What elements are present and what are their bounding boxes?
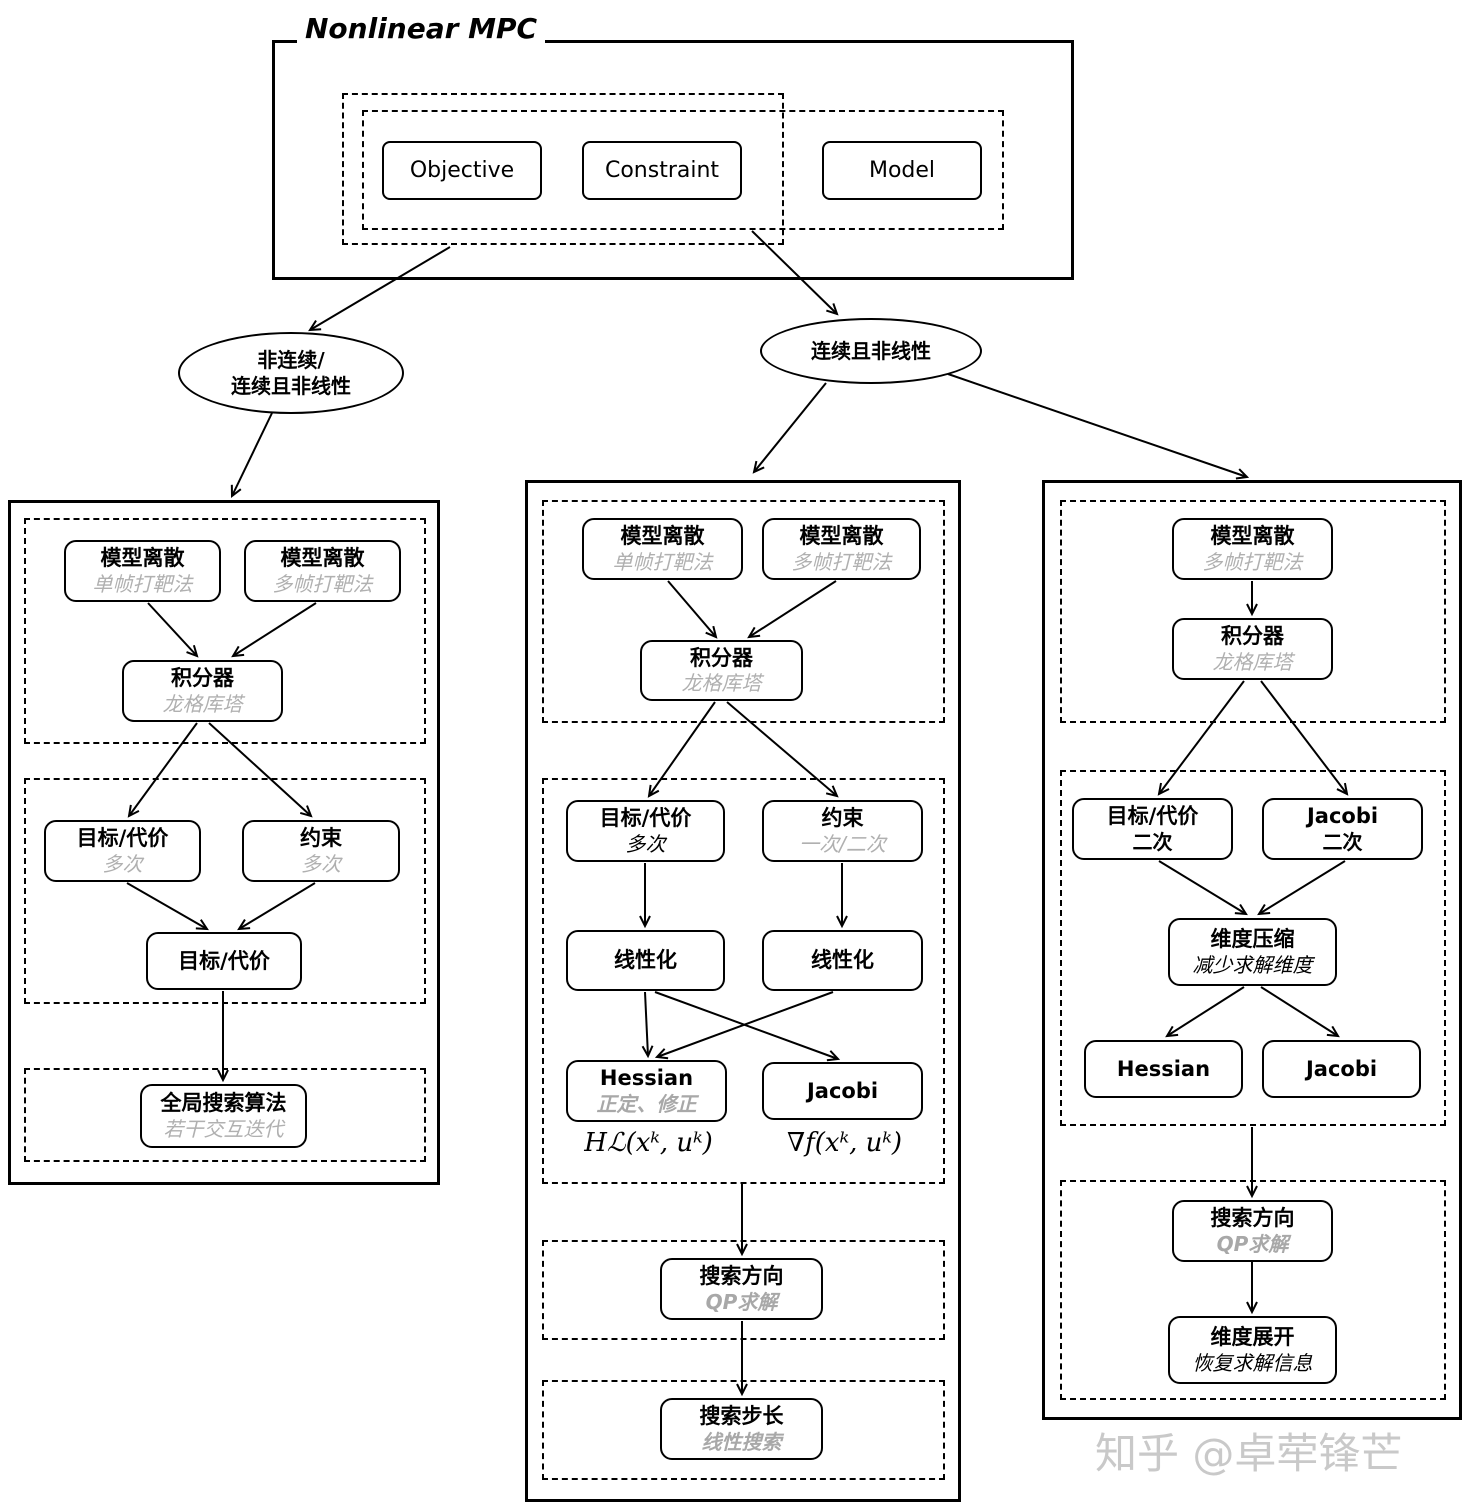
node-mid-constraint: 约束 一次/二次: [762, 800, 923, 862]
node-mid-search-direction: 搜索方向 QP求解: [660, 1258, 823, 1320]
node-constraint: Constraint: [582, 141, 742, 200]
node-mid-integrator: 积分器 龙格库塔: [640, 640, 803, 701]
flow-arrow: [947, 373, 1250, 480]
node-right-dimension-compress: 维度压缩 减少求解维度: [1168, 918, 1337, 986]
node-right-dimension-expand: 维度展开 恢复求解信息: [1168, 1316, 1337, 1384]
node-constraint-label: Constraint: [604, 158, 720, 183]
node-left-global-search: 全局搜索算法 若干交互迭代: [140, 1084, 307, 1148]
node-mid-jacobi: Jacobi: [762, 1062, 923, 1120]
node-left-objective-cost: 目标/代价 多次: [44, 820, 201, 882]
branch-ellipse-noncontinuous: 非连续/ 连续且非线性: [178, 332, 404, 414]
node-left-model-discretize-multi: 模型离散 多帧打靶法: [244, 540, 401, 602]
flow-arrow: [230, 412, 273, 499]
node-mid-linearize-left: 线性化: [566, 930, 725, 991]
node-left-constraint: 约束 多次: [242, 820, 400, 882]
right-condensing-stage-box: [1060, 770, 1446, 1126]
node-right-jacobi-quadratic: Jacobi 二次: [1262, 798, 1423, 860]
node-model-label: Model: [868, 158, 936, 183]
branch-label-line2: 连续且非线性: [231, 374, 351, 398]
node-mid-hessian: Hessian 正定、修正: [566, 1060, 727, 1122]
node-objective-label: Objective: [409, 158, 515, 183]
node-mid-objective-cost: 目标/代价 多次: [566, 800, 725, 862]
node-left-objective-merge: 目标/代价: [146, 932, 302, 990]
gradient-formula: ∇f(xᵏ, uᵏ): [787, 1128, 902, 1158]
branch-label-line1: 非连续/: [257, 348, 325, 372]
node-right-search-direction: 搜索方向 QP求解: [1172, 1200, 1333, 1262]
node-right-integrator: 积分器 龙格库塔: [1172, 618, 1333, 680]
branch-label: 连续且非线性: [811, 339, 931, 363]
node-mid-model-discretize-single: 模型离散 单帧打靶法: [582, 518, 743, 580]
node-right-hessian: Hessian: [1084, 1040, 1243, 1098]
left-search-stage-box: [24, 1068, 426, 1162]
right-search-stage-box: [1060, 1180, 1446, 1400]
problem-components-group-box: [362, 110, 1004, 230]
middle-search-step-stage-box: [542, 1380, 945, 1480]
node-left-model-discretize-single: 模型离散 单帧打靶法: [64, 540, 221, 602]
node-right-model-discretize-multi: 模型离散 多帧打靶法: [1172, 518, 1333, 580]
right-pipeline-box: [1042, 480, 1462, 1420]
node-model: Model: [822, 141, 982, 200]
left-pipeline-box: [8, 500, 440, 1185]
node-right-jacobi: Jacobi: [1262, 1040, 1421, 1098]
node-right-objective-cost: 目标/代价 二次: [1072, 798, 1233, 860]
branch-ellipse-continuous: 连续且非线性: [760, 318, 982, 384]
node-objective: Objective: [382, 141, 542, 200]
hessian-lagrangian-formula: Hℒ(xᵏ, uᵏ): [584, 1128, 713, 1158]
watermark: 知乎 @卓荦锋芒: [1095, 1429, 1403, 1478]
middle-search-direction-stage-box: [542, 1240, 945, 1340]
objective-constraint-group-box: [342, 93, 784, 245]
page-title: Nonlinear MPC: [297, 12, 546, 45]
mpc-problem-box: [272, 40, 1074, 280]
right-discretization-stage-box: [1060, 500, 1446, 723]
node-mid-search-step: 搜索步长 线性搜索: [660, 1398, 823, 1460]
node-mid-linearize-right: 线性化: [762, 930, 923, 991]
node-left-integrator: 积分器 龙格库塔: [122, 660, 283, 722]
flow-arrow: [752, 382, 827, 474]
middle-pipeline-box: [525, 480, 961, 1502]
node-mid-model-discretize-multi: 模型离散 多帧打靶法: [762, 518, 921, 580]
